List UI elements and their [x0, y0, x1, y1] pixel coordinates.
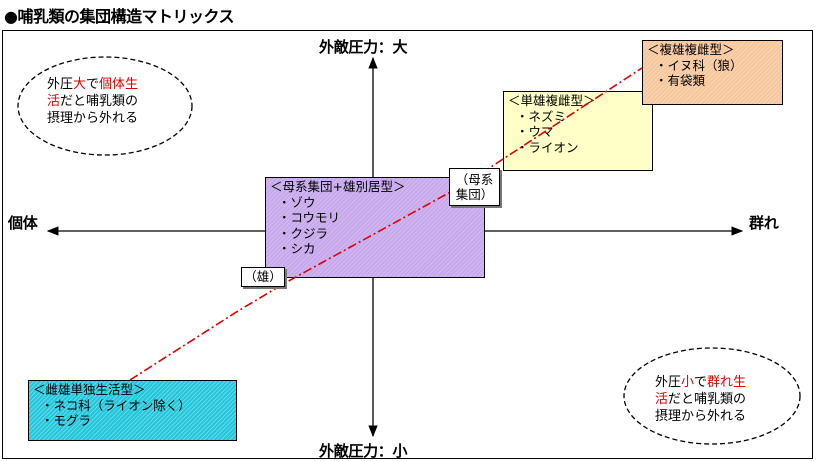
note-text: 摂理から外れる [47, 111, 139, 126]
note-emphasis: 群れ生 [707, 375, 747, 390]
box-item: ・イヌ科（狼） [655, 57, 743, 73]
diagram-frame [2, 30, 813, 459]
note-emphasis: 小 [681, 375, 695, 390]
note-top-left: 外圧大で個体生 活だと哺乳類の 摂理から外れる [47, 76, 138, 127]
tag-line: （母系 [455, 172, 494, 187]
note-line: 外圧小で群れ生 [655, 374, 746, 391]
note-line: 活だと哺乳類の [47, 93, 138, 110]
note-text: 摂理から外れる [655, 409, 747, 424]
box-item: ・シカ [278, 241, 316, 256]
axis-label-bottom: 外敵圧力：小 [319, 442, 408, 460]
note-line: 活だと哺乳類の [655, 391, 746, 408]
note-ellipse-bottom-right [623, 347, 801, 445]
box-title: ＜複雄複雌型＞ [647, 42, 735, 57]
axis-label-top: 外敵圧力：大 [319, 38, 408, 56]
note-text: 外圧 [47, 77, 74, 92]
axis-label-left: 個体 [8, 214, 38, 232]
note-line: 外圧大で個体生 [47, 76, 138, 93]
box-item: ・ライオン [516, 139, 579, 155]
note-emphasis: 活 [655, 392, 669, 407]
box-matrilineal: ＜母系集団+雄別居型＞ ・ゾウ ・コウモリ ・クジラ ・シカ [265, 177, 485, 278]
box-item: ・ネコ科（ライオン除く） [41, 397, 191, 413]
box-single-male: ＜単雄複雌型＞ ・ネズミ ・ウマ ・ライオン [503, 91, 653, 171]
note-line: 摂理から外れる [47, 110, 138, 127]
note-text: だと哺乳類の [668, 392, 747, 407]
note-emphasis: 個体生 [99, 77, 139, 92]
note-text: で [694, 375, 708, 390]
box-item: ・コウモリ [278, 210, 341, 225]
box-title: ＜雌雄単独生活型＞ [33, 382, 146, 397]
box-item: ・ウマ [516, 124, 554, 139]
tag-line: （雄） [244, 269, 282, 284]
note-bottom-right: 外圧小で群れ生 活だと哺乳類の 摂理から外れる [655, 374, 746, 425]
axis-label-right: 群れ [749, 214, 779, 232]
trend-line [129, 67, 643, 381]
box-title: ＜母系集団+雄別居型＞ [270, 179, 406, 194]
note-text: で [86, 77, 100, 92]
note-line: 摂理から外れる [655, 408, 746, 425]
note-text: 外圧 [655, 375, 682, 390]
tag-male: （雄） [241, 267, 285, 287]
note-emphasis: 大 [73, 77, 87, 92]
note-text: だと哺乳類の [60, 94, 139, 109]
note-emphasis: 活 [47, 94, 61, 109]
box-item: ・モグラ [41, 413, 92, 428]
tag-line: 集団） [455, 187, 494, 202]
box-item: ・クジラ [278, 225, 329, 241]
box-item: ・ゾウ [278, 194, 316, 210]
box-multi-male: ＜複雄複雌型＞ ・イヌ科（狼） ・有袋類 [642, 40, 783, 105]
diagram-title: ●哺乳類の集団構造マトリックス [4, 7, 234, 26]
box-title: ＜単雄複雌型＞ [508, 93, 596, 108]
box-item: ・ネズミ [516, 108, 567, 124]
note-ellipse-top-left [17, 56, 193, 156]
box-solitary: ＜雌雄単独生活型＞ ・ネコ科（ライオン除く） ・モグラ [28, 380, 237, 441]
box-item: ・有袋類 [655, 73, 706, 88]
tag-matrilineal-group: （母系 集団） [449, 168, 500, 206]
